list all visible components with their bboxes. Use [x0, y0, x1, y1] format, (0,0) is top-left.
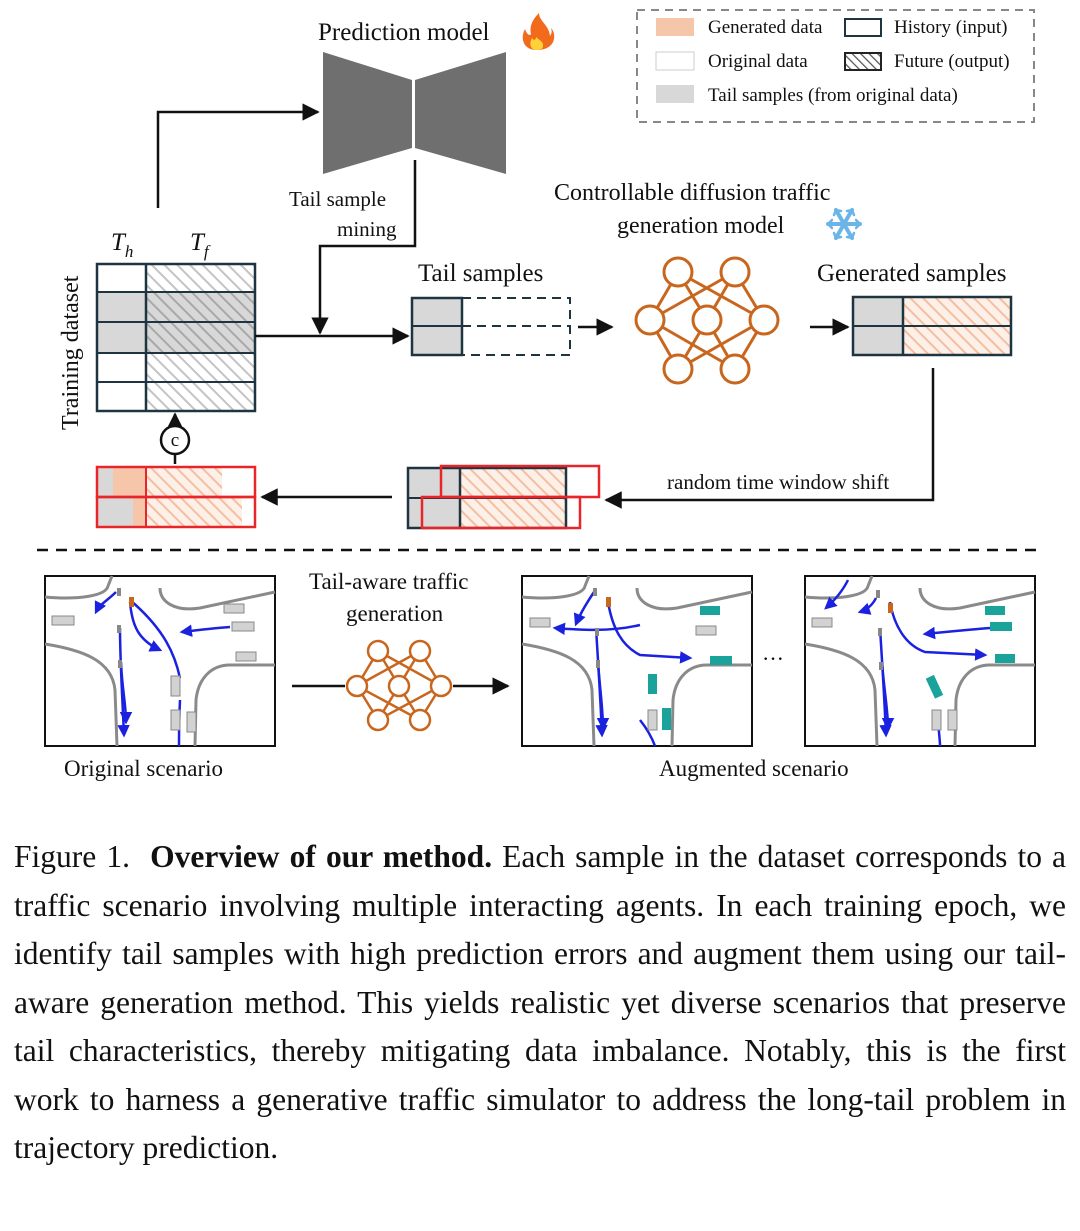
tail-aware-label-2: generation	[346, 601, 444, 626]
tail-aware-network-icon	[345, 639, 453, 732]
legend-future-label: Future (output)	[894, 51, 1010, 72]
prediction-model-shape	[323, 52, 506, 174]
original-scenario-label: Original scenario	[64, 756, 223, 781]
tail-sample-mining-label-2: mining	[337, 217, 397, 241]
random-shift-arrow	[604, 368, 935, 509]
caption-bold-title: Overview of our method.	[150, 839, 493, 874]
augmented-scenario-map-2	[804, 575, 1036, 747]
figure-caption: Figure 1. Overview of our method. Each s…	[14, 833, 1066, 1173]
tail-sample-mining-label-1: Tail sample	[289, 187, 386, 211]
legend-tail-swatch	[656, 85, 694, 103]
generated-samples-box	[851, 295, 1013, 357]
legend-original-swatch	[655, 51, 695, 71]
training-dataset-table	[95, 262, 257, 413]
legend-future-swatch	[844, 52, 882, 71]
generated-samples-label: Generated samples	[817, 260, 1007, 287]
augmented-samples-box	[95, 465, 257, 529]
training-dataset-label: Training dataset	[58, 275, 84, 430]
legend-history-label: History (input)	[894, 17, 1007, 38]
legend-history-swatch	[844, 18, 882, 37]
tail-sample-mining-arrow	[311, 160, 417, 335]
caption-text: Each sample in the dataset corresponds t…	[14, 839, 1066, 1165]
flame-icon	[522, 13, 555, 50]
tail-samples-box	[410, 296, 571, 357]
method-overview-diagram: Generated data History (input) Original …	[37, 9, 1038, 781]
snowflake-icon	[826, 208, 862, 240]
legend-original-label: Original data	[708, 51, 808, 72]
tf-header: Tf	[190, 229, 211, 261]
tail-aware-label-1: Tail-aware traffic	[309, 569, 469, 594]
prediction-model-label: Prediction model	[318, 19, 490, 46]
legend: Generated data History (input) Original …	[636, 9, 1035, 123]
concat-symbol: c	[171, 430, 179, 451]
legend-tail-label: Tail samples (from original data)	[708, 85, 958, 106]
diffusion-network-icon	[634, 256, 780, 385]
scenario-ellipsis: ···	[762, 646, 784, 671]
th-header: Th	[111, 229, 133, 261]
legend-generated-swatch	[656, 18, 694, 36]
augmented-scenario-label: Augmented scenario	[659, 756, 849, 781]
diffusion-model-label-2: generation model	[617, 213, 785, 239]
arrow-to-prediction-model	[156, 103, 320, 208]
legend-generated-label: Generated data	[708, 17, 823, 38]
random-shift-label: random time window shift	[667, 470, 889, 494]
shifted-samples-box	[406, 464, 601, 530]
caption-prefix: Figure 1.	[14, 839, 130, 874]
original-scenario-map	[44, 575, 276, 747]
augmented-scenario-map-1	[521, 575, 753, 747]
tail-samples-label: Tail samples	[418, 260, 543, 287]
concat-circle	[159, 424, 191, 456]
diffusion-model-label-1: Controllable diffusion traffic	[554, 180, 830, 206]
